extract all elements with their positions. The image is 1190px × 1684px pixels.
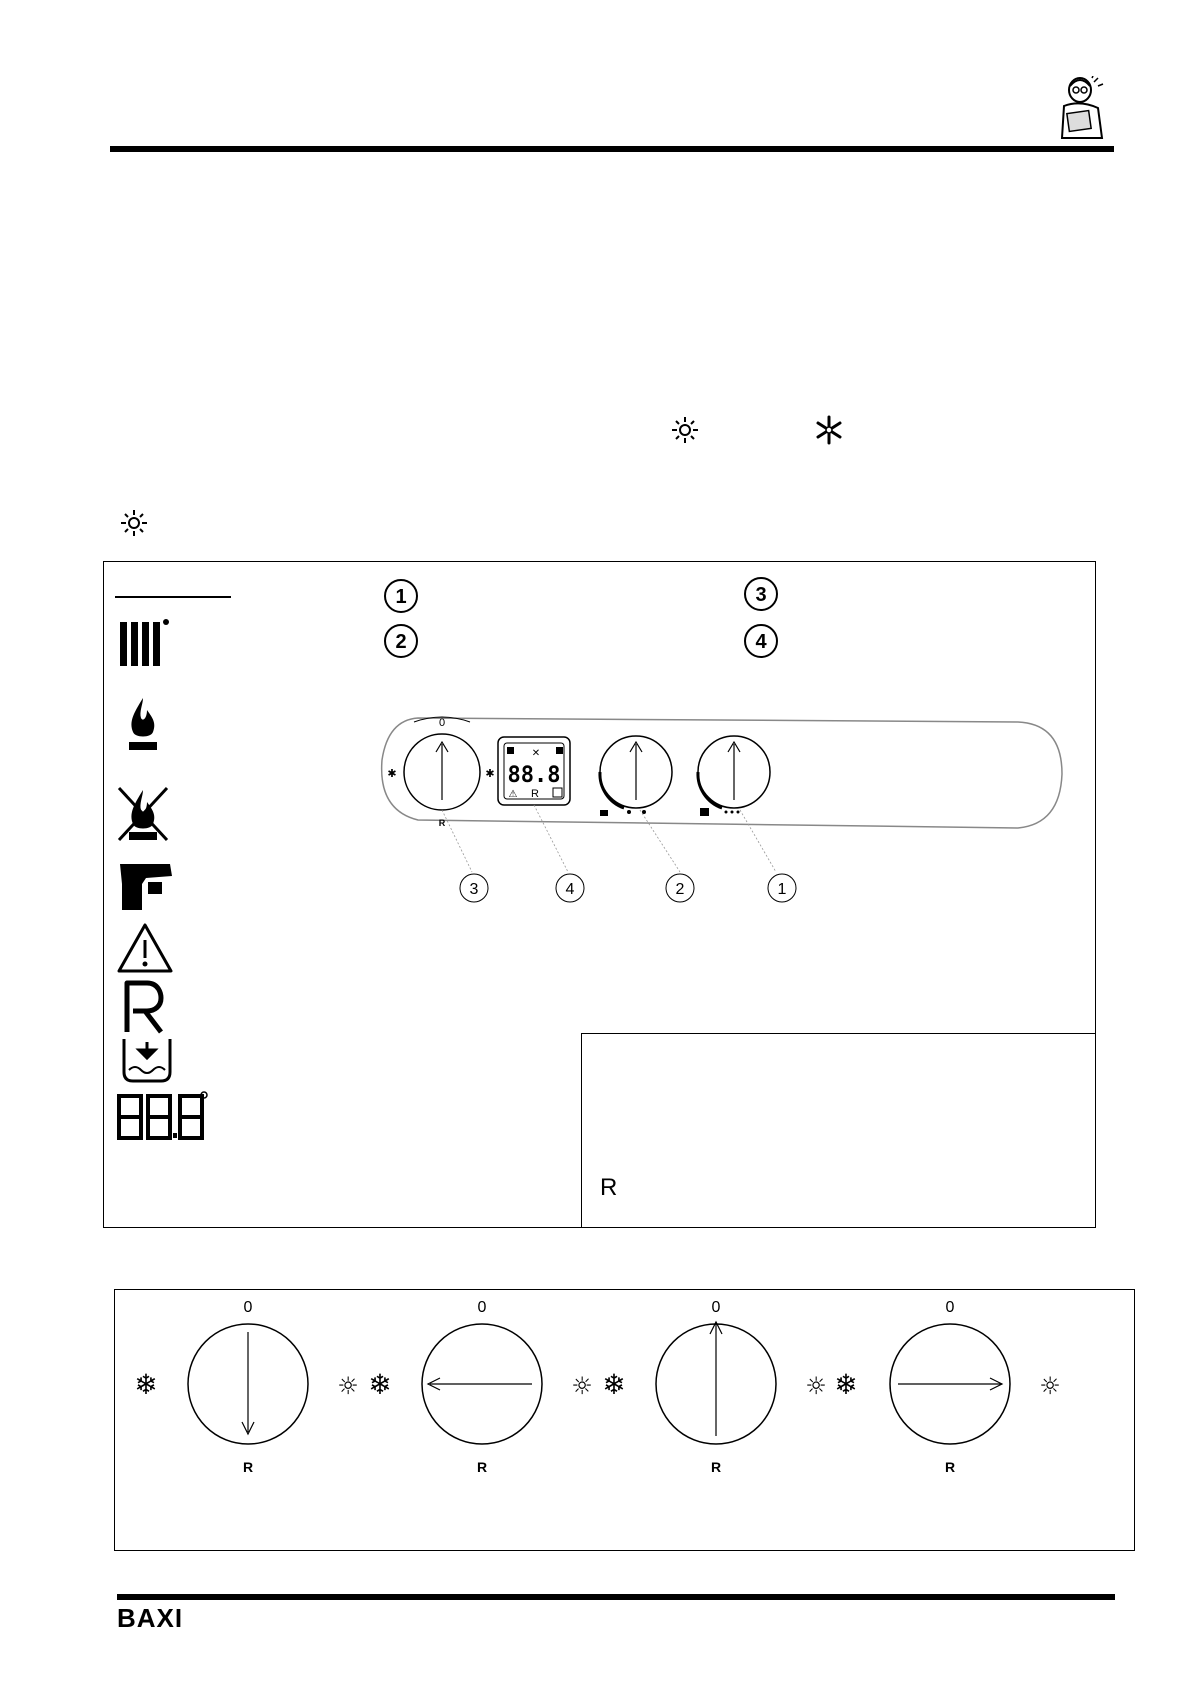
number-label: 3 bbox=[755, 584, 766, 606]
legend-heading-rule bbox=[115, 596, 231, 598]
dial-positions-diagram: 0 R 0 R 0 R 0 R ❄ ☼ ❄ ☼ ❄ ☼ ❄ ☼ bbox=[134, 1299, 1061, 1475]
dial-reset-label: R bbox=[945, 1459, 955, 1475]
number-label: 1 bbox=[395, 586, 406, 608]
dial-zero-label: 0 bbox=[244, 1299, 253, 1316]
reset-r-icon bbox=[124, 980, 164, 1034]
snowflake-icon: ❄ bbox=[834, 1368, 857, 1401]
snowflake-icon: ✱ bbox=[387, 767, 396, 780]
boiler-control-panel: 0 R ✱ ✱ ✕ 88.8 ⚠ R 3 4 2 1 bbox=[380, 716, 1063, 903]
snowflake-icon bbox=[816, 415, 842, 445]
tap-icon bbox=[700, 808, 709, 816]
tap-icon bbox=[120, 864, 172, 910]
number-circle-2: 2 bbox=[384, 624, 418, 658]
callout-label: 3 bbox=[470, 881, 479, 898]
note-box bbox=[581, 1033, 1096, 1228]
number-circle-4: 4 bbox=[744, 624, 778, 658]
snowflake-icon: ❄ bbox=[602, 1368, 625, 1401]
callout-label: 1 bbox=[778, 881, 787, 898]
number-circle-1: 1 bbox=[384, 579, 418, 613]
number-label: 2 bbox=[395, 631, 406, 653]
radiator-icon bbox=[600, 810, 608, 816]
radiator-icon bbox=[120, 619, 169, 666]
dial-zero-label: 0 bbox=[439, 717, 445, 729]
callout-label: 4 bbox=[566, 881, 575, 898]
flame-icon bbox=[129, 698, 157, 750]
snowflake-icon: ❄ bbox=[134, 1368, 157, 1401]
brand-logo: BAXI bbox=[117, 1603, 184, 1633]
warning-icon: ⚠ bbox=[509, 789, 518, 800]
dial-reset-label: R bbox=[439, 818, 446, 828]
reset-r-label: R bbox=[600, 1174, 618, 1201]
dial-reset-label: R bbox=[711, 1459, 721, 1475]
warning-icon bbox=[117, 923, 173, 973]
reading-man-icon bbox=[1060, 76, 1104, 139]
dial-positions-box bbox=[114, 1289, 1135, 1551]
radiator-icon bbox=[507, 747, 514, 754]
sun-icon bbox=[121, 510, 147, 536]
dial-reset-label: R bbox=[243, 1459, 253, 1475]
dial-reset-label: R bbox=[477, 1459, 487, 1475]
callout-label: 2 bbox=[676, 881, 685, 898]
control-panel-box bbox=[103, 561, 1096, 1228]
dial-zero-label: 0 bbox=[946, 1299, 955, 1316]
flame-off-icon bbox=[117, 786, 169, 842]
display-reset-label: R bbox=[531, 788, 539, 800]
sun-icon: ☼ bbox=[1039, 1372, 1061, 1400]
flame-off-icon: ✕ bbox=[532, 748, 540, 759]
display-digits: 88.8 bbox=[508, 763, 561, 788]
dial-zero-label: 0 bbox=[478, 1299, 487, 1316]
snowflake-icon: ❄ bbox=[368, 1368, 391, 1401]
sun-icon: ☼ bbox=[805, 1372, 827, 1400]
header-rule bbox=[110, 146, 1114, 152]
sun-icon: ☼ bbox=[337, 1372, 359, 1400]
digital-display-icon bbox=[117, 1091, 208, 1140]
sun-icon: ☼ bbox=[571, 1372, 593, 1400]
water-fill-icon bbox=[552, 787, 563, 798]
dial-zero-label: 0 bbox=[712, 1299, 721, 1316]
sun-icon: ✱ bbox=[485, 767, 494, 780]
number-label: 4 bbox=[755, 631, 767, 653]
number-circle-3: 3 bbox=[744, 577, 778, 611]
water-fill-icon bbox=[122, 1039, 172, 1083]
sun-icon bbox=[672, 417, 698, 443]
tap-icon bbox=[556, 747, 563, 754]
footer-rule bbox=[117, 1594, 1115, 1600]
